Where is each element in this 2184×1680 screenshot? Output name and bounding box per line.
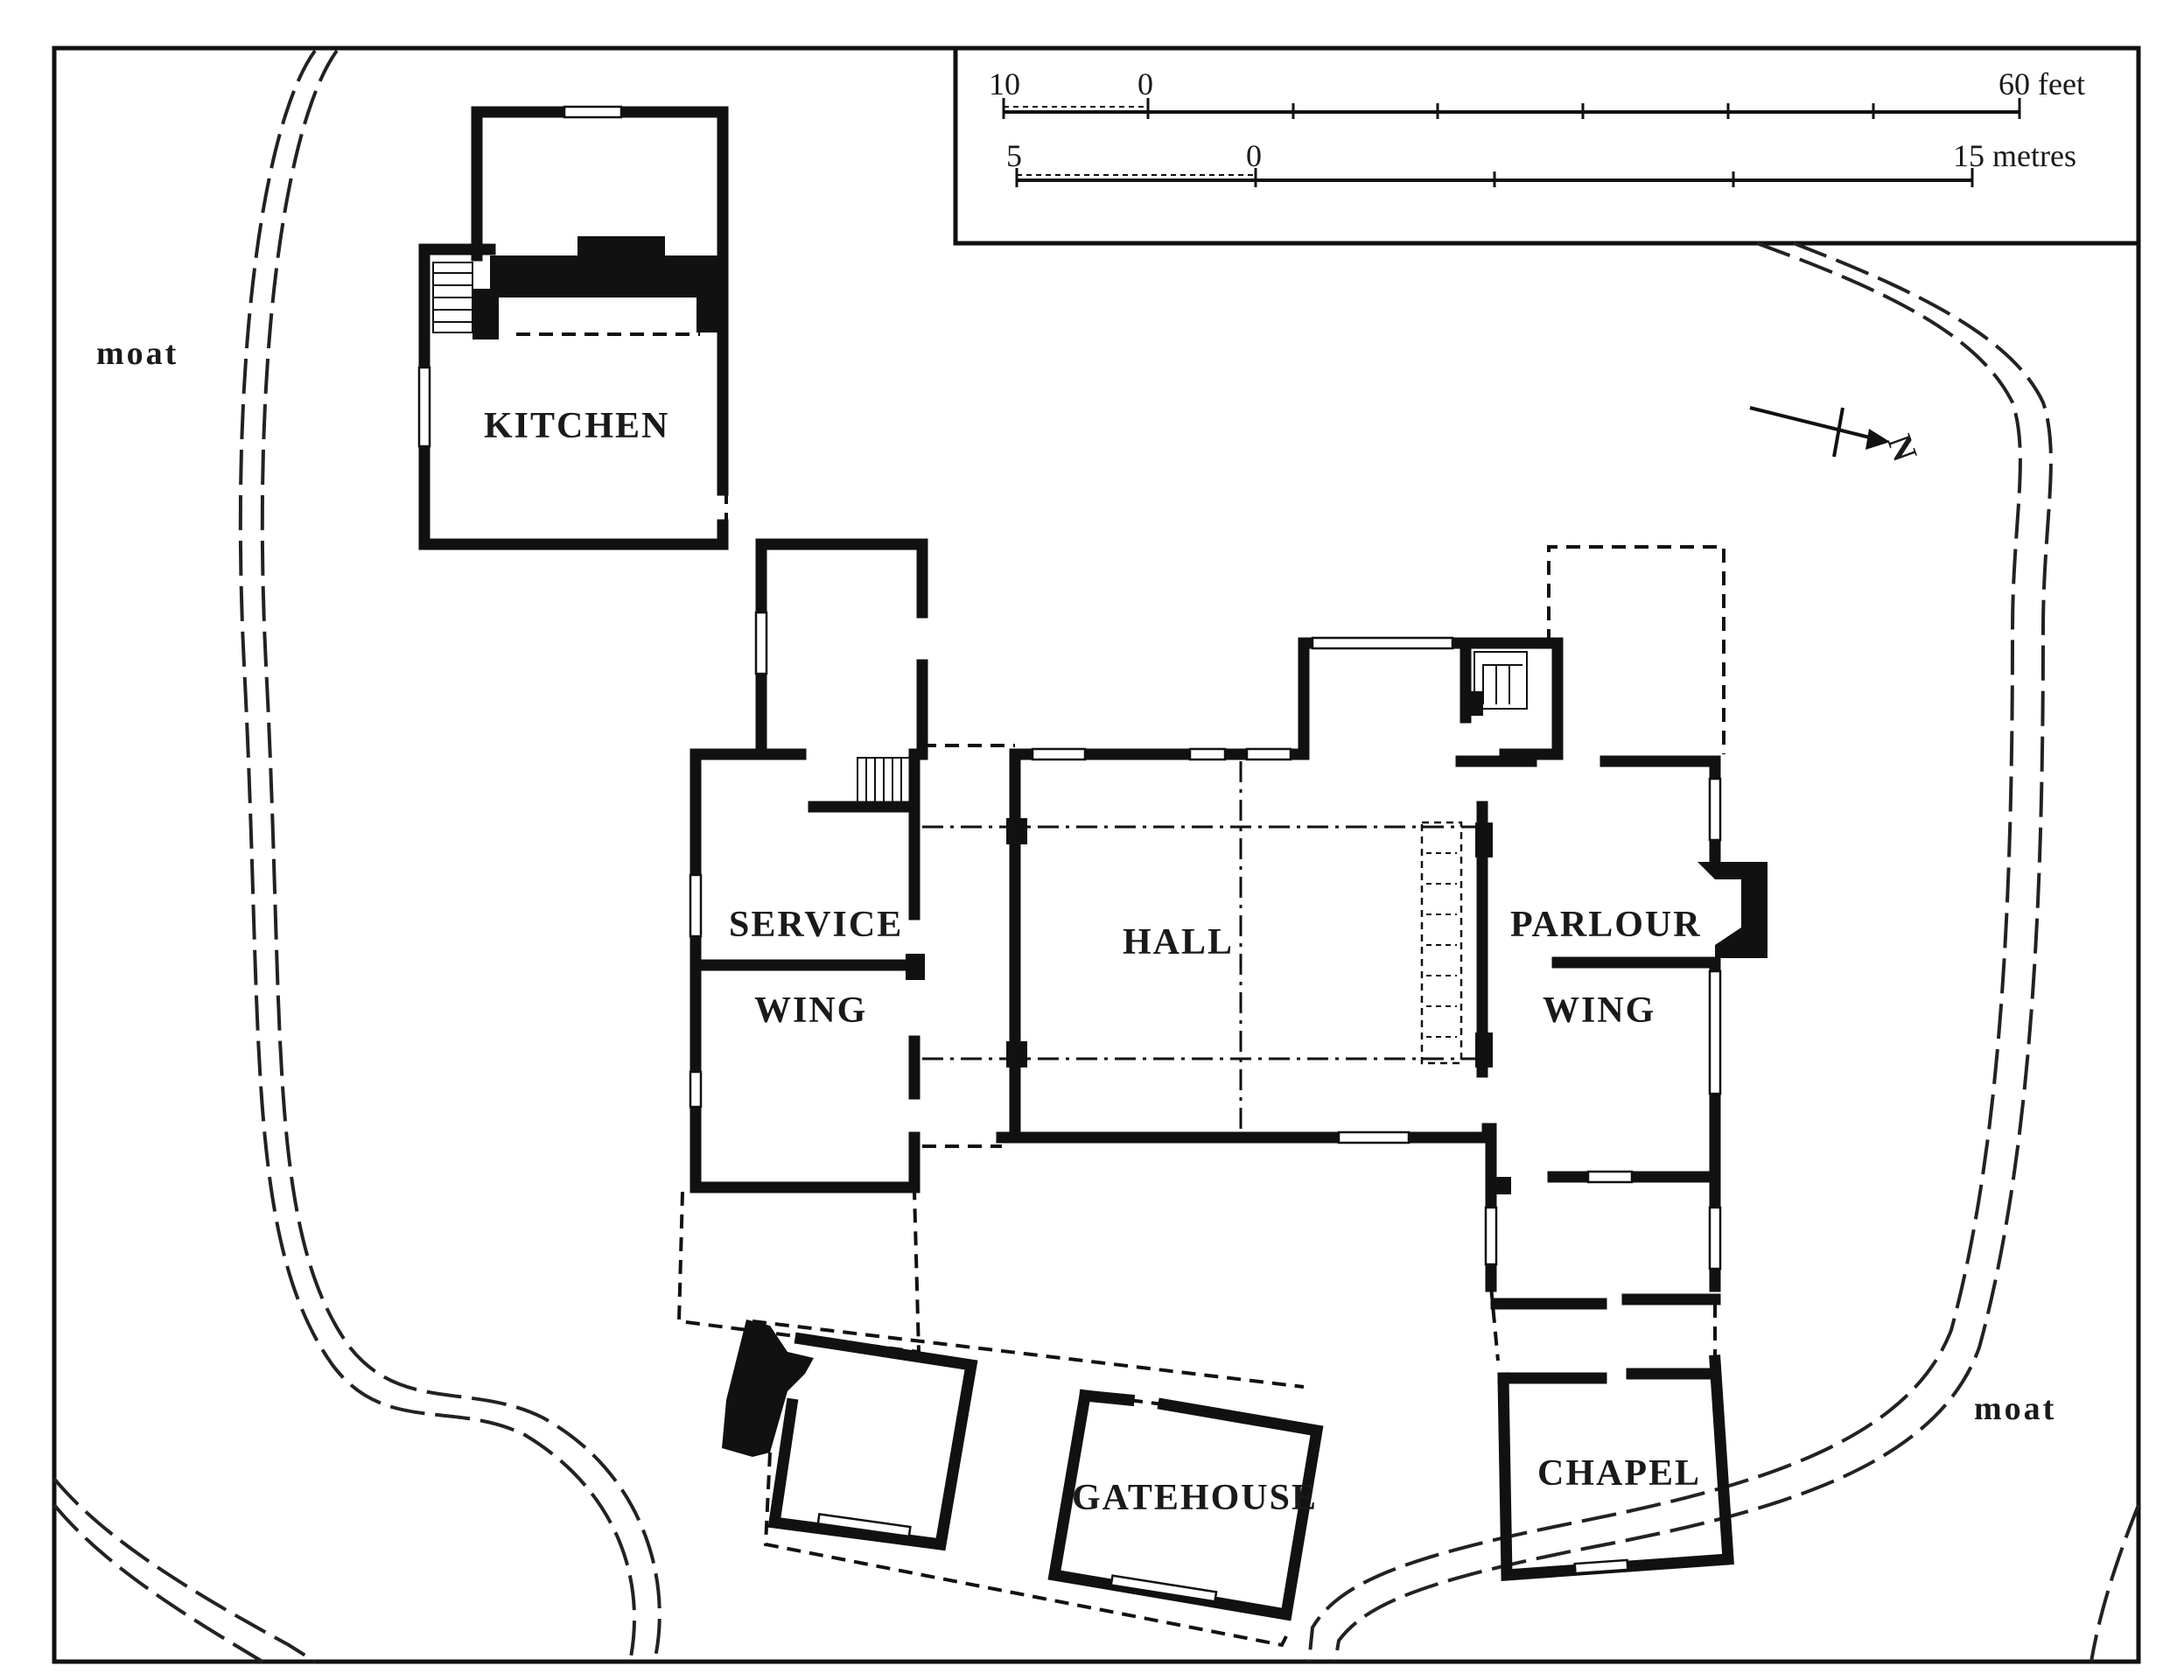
feet-start-label: 10 bbox=[989, 66, 1020, 102]
service-stair bbox=[857, 757, 914, 804]
metres-start-label: 5 bbox=[1006, 138, 1022, 173]
service-wing bbox=[689, 538, 928, 1194]
chapel bbox=[1497, 1304, 1734, 1581]
metres-end-label: 15 metres bbox=[1953, 138, 2076, 173]
north-arrow: N bbox=[1749, 406, 1925, 466]
room-label-chapel: CHAPEL bbox=[1537, 1453, 1701, 1494]
gatehouse-east-block bbox=[1047, 1389, 1324, 1621]
metres-scale-bar: 5 0 15 metres bbox=[1006, 138, 2076, 187]
moat-channel bbox=[52, 49, 2140, 1663]
parlour-wing bbox=[1455, 545, 1768, 1362]
room-label-gatehouse: GATEHOUSE bbox=[1072, 1478, 1318, 1518]
room-label-service: SERVICE bbox=[729, 905, 903, 945]
moat-label-west: moat bbox=[96, 335, 178, 372]
feet-end-label: 60 feet bbox=[1998, 66, 2085, 102]
moat-label-east: moat bbox=[1974, 1390, 2056, 1427]
feet-zero-label: 0 bbox=[1138, 66, 1153, 102]
screens-passage bbox=[1420, 821, 1463, 1065]
scale-box: 10 0 60 feet 5 0 15 metres bbox=[953, 48, 2138, 246]
room-label-parlour: PARLOUR bbox=[1510, 905, 1702, 945]
north-label: N bbox=[1880, 429, 1925, 466]
kitchen-building bbox=[417, 105, 729, 550]
room-label-service-wing: WING bbox=[754, 990, 867, 1031]
room-label-parlour-wing: WING bbox=[1543, 990, 1656, 1031]
feet-scale-bar: 10 0 60 feet bbox=[989, 66, 2085, 119]
gatehouse-west-lodge bbox=[722, 1320, 1305, 1648]
map-frame bbox=[52, 46, 2141, 1664]
metres-zero-label: 0 bbox=[1246, 138, 1262, 173]
kitchen-stair bbox=[432, 262, 473, 333]
stair-tower bbox=[1460, 637, 1564, 760]
room-label-kitchen: KITCHEN bbox=[484, 406, 669, 446]
room-label-hall: HALL bbox=[1123, 922, 1234, 962]
